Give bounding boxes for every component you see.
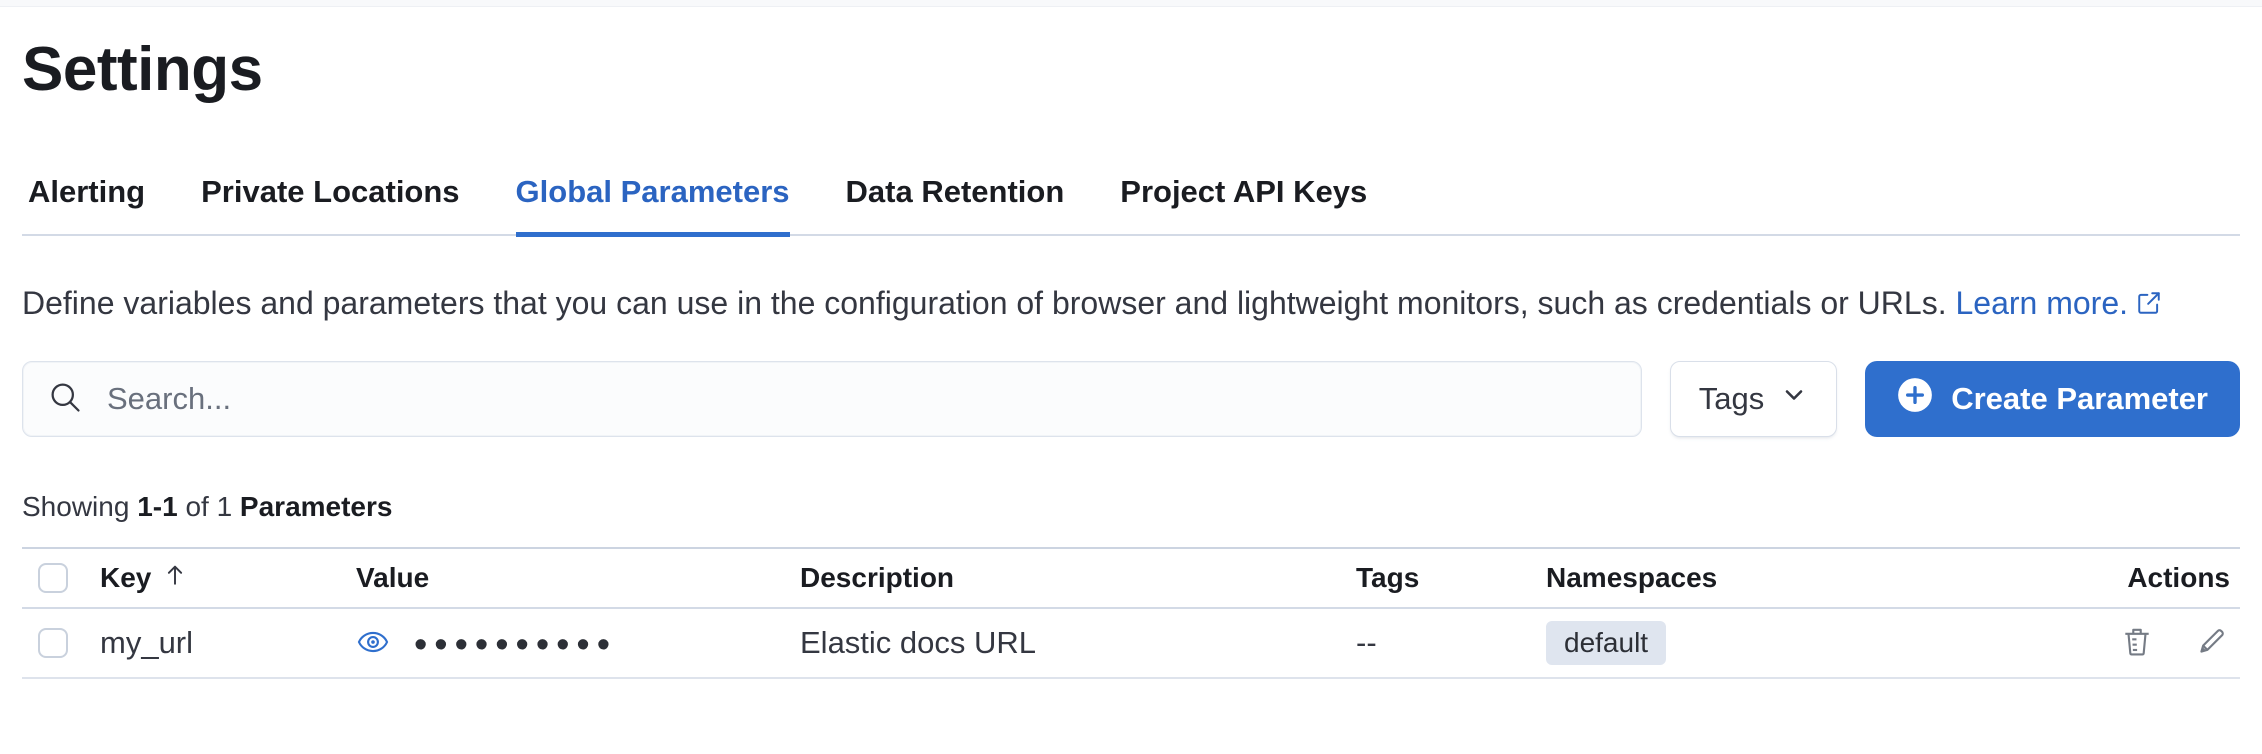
tab-global-parameters[interactable]: Global Parameters xyxy=(515,172,790,238)
column-actions-label: Actions xyxy=(2127,562,2230,594)
trash-icon xyxy=(2120,625,2154,662)
summary-range: 1-1 xyxy=(137,491,178,523)
column-value-label: Value xyxy=(356,562,430,594)
page-title: Settings xyxy=(22,35,263,104)
table-row: my_url •••••••••• Elastic docs URL -- de… xyxy=(22,609,2240,680)
row-actions-cell xyxy=(1990,625,2240,662)
edit-parameter-button[interactable] xyxy=(2194,625,2228,662)
row-namespaces-cell: default xyxy=(1546,621,1990,666)
results-summary: Showing 1-1 of 1 Parameters xyxy=(22,491,2240,523)
settings-tabs: Alerting Private Locations Global Parame… xyxy=(22,172,2240,238)
namespace-badge: default xyxy=(1546,621,1667,666)
masked-value: •••••••••• xyxy=(414,624,618,667)
summary-entity: Parameters xyxy=(239,491,393,523)
row-description-cell: Elastic docs URL xyxy=(800,625,1037,661)
column-key-label: Key xyxy=(100,562,152,594)
row-checkbox[interactable] xyxy=(38,628,68,659)
tab-data-retention[interactable]: Data Retention xyxy=(845,174,1065,210)
column-namespaces-label: Namespaces xyxy=(1546,562,1718,594)
eye-icon xyxy=(356,625,390,662)
search-icon xyxy=(47,379,83,420)
row-key-cell: my_url xyxy=(100,625,194,661)
plus-in-circle-icon xyxy=(1897,377,1933,421)
page-description: Define variables and parameters that you… xyxy=(22,280,2240,329)
top-header-strip xyxy=(0,0,2262,7)
select-all-checkbox[interactable] xyxy=(38,563,68,594)
search-box[interactable] xyxy=(22,361,1642,438)
create-parameter-label: Create Parameter xyxy=(1951,381,2208,417)
row-value-cell: •••••••••• xyxy=(356,622,800,664)
create-parameter-button[interactable]: Create Parameter xyxy=(1865,361,2240,438)
parameters-table: Key Value Description Tags Namespaces Ac… xyxy=(22,547,2240,680)
column-header-actions: Actions xyxy=(1990,562,2240,594)
column-header-key[interactable]: Key xyxy=(100,561,356,596)
tags-filter-label: Tags xyxy=(1698,381,1765,417)
row-select-cell xyxy=(22,628,100,659)
tab-project-api-keys[interactable]: Project API Keys xyxy=(1120,174,1368,210)
header-select-all xyxy=(22,563,100,594)
column-header-value: Value xyxy=(356,562,800,594)
column-header-tags: Tags xyxy=(1356,562,1546,594)
summary-of: of 1 xyxy=(185,491,233,523)
tab-private-locations[interactable]: Private Locations xyxy=(201,174,460,210)
tags-filter-button[interactable]: Tags xyxy=(1669,361,1838,438)
learn-more-link[interactable]: Learn more. xyxy=(1955,285,2162,321)
sort-ascending-icon xyxy=(161,561,189,596)
column-description-label: Description xyxy=(800,562,955,594)
delete-parameter-button[interactable] xyxy=(2120,625,2154,662)
settings-page: Settings Alerting Private Locations Glob… xyxy=(0,33,2262,680)
search-input[interactable] xyxy=(105,380,1617,419)
reveal-value-button[interactable] xyxy=(356,625,390,662)
table-header-row: Key Value Description Tags Namespaces Ac… xyxy=(22,547,2240,610)
row-tags-cell: -- xyxy=(1356,625,1377,661)
description-text: Define variables and parameters that you… xyxy=(22,285,1947,322)
external-link-icon xyxy=(2136,282,2162,329)
column-header-namespaces: Namespaces xyxy=(1546,562,1990,594)
summary-showing: Showing xyxy=(22,491,130,523)
learn-more-label: Learn more. xyxy=(1955,285,2128,322)
parameters-toolbar: Tags Create Parameter xyxy=(22,361,2240,438)
column-header-description: Description xyxy=(800,562,1356,594)
chevron-down-icon xyxy=(1780,381,1808,417)
pencil-icon xyxy=(2194,625,2228,662)
column-tags-label: Tags xyxy=(1356,562,1420,594)
tab-alerting[interactable]: Alerting xyxy=(28,174,146,210)
